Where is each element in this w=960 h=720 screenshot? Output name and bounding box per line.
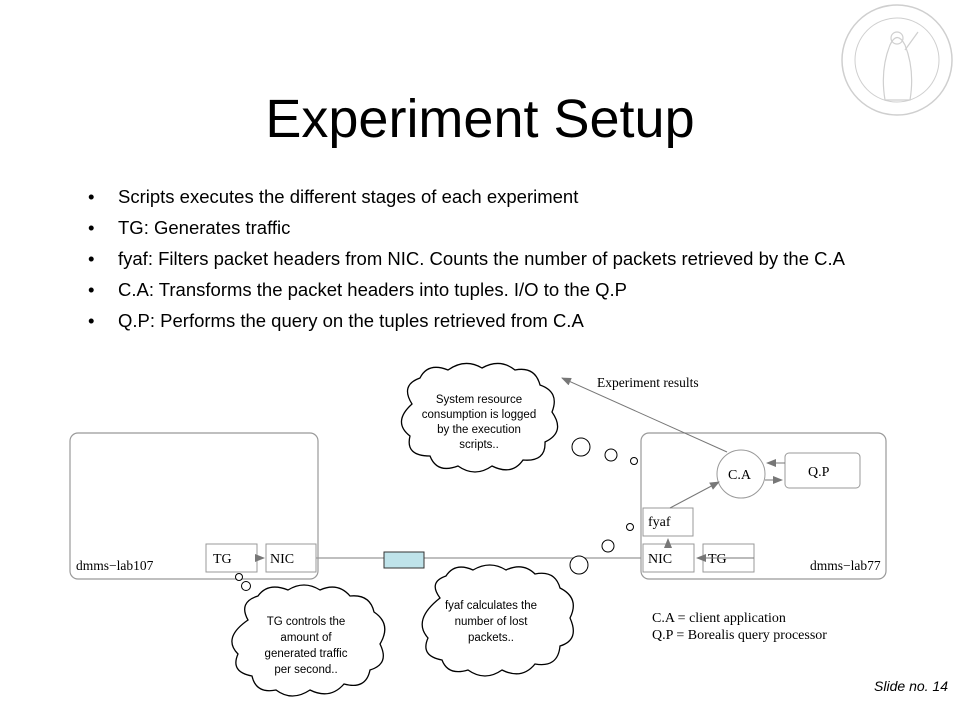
nic-box-right: [642, 543, 695, 573]
bullet-text: Q.P: Performs the query on the tuples re…: [118, 310, 584, 331]
bullet-dot-icon: •: [88, 186, 95, 207]
experiment-results-label: Experiment results: [597, 375, 699, 390]
legend-ca: C.A = client application: [652, 611, 786, 626]
arrow-fyaf-to-ca: [669, 481, 720, 509]
callout-cloud-fyaf: fyaf calculates the number of lost packe…: [421, 564, 574, 677]
cloud-tg-line: TG controls the: [267, 616, 346, 628]
qp-label: Q.P: [808, 465, 830, 480]
cloud-system-line: scripts..: [459, 439, 499, 451]
bullet-dot-icon: •: [88, 248, 95, 269]
thought-bubble-dot: [601, 539, 615, 553]
bullet-item: • fyaf: Filters packet headers from NIC. …: [88, 248, 878, 270]
host-label-lab107: dmms−lab107: [76, 558, 154, 573]
ca-node: [716, 449, 766, 499]
bullet-item: • TG: Generates traffic: [88, 217, 878, 239]
thought-bubble-dot: [604, 448, 618, 462]
fyaf-label: fyaf: [648, 515, 671, 530]
fyaf-box: [642, 507, 694, 537]
host-label-lab77: dmms−lab77: [810, 558, 881, 573]
host-box-lab107: [69, 432, 319, 580]
thought-bubble-dot: [630, 457, 638, 465]
bullet-list: • Scripts executes the different stages o…: [88, 186, 878, 341]
slide-title: Experiment Setup: [265, 89, 695, 149]
bullet-text: Scripts executes the different stages of…: [118, 186, 579, 207]
bullet-item: • Scripts executes the different stages o…: [88, 186, 878, 208]
bullet-text: C.A: Transforms the packet headers into …: [118, 279, 627, 300]
bullet-item: • C.A: Transforms the packet headers into…: [88, 279, 878, 301]
bullet-dot-icon: •: [88, 279, 95, 300]
nic-label-right: NIC: [648, 552, 672, 567]
slide-number: Slide no. 14: [874, 678, 948, 694]
university-seal-logo: [841, 4, 953, 116]
qp-box: [784, 452, 861, 489]
bullet-dot-icon: •: [88, 310, 95, 331]
thought-bubble-dot: [571, 437, 591, 457]
cloud-fyaf-line: packets..: [468, 632, 514, 644]
callout-cloud-tg: TG controls the amount of generated traf…: [231, 584, 386, 697]
arrow-experiment-results: [561, 377, 728, 453]
thought-bubble-dot: [235, 573, 243, 581]
network-switch: [383, 551, 425, 569]
bullet-dot-icon: •: [88, 217, 95, 238]
host-box-lab77: [640, 432, 887, 580]
ca-label: C.A: [728, 468, 752, 483]
tg-label-left: TG: [213, 552, 232, 567]
thought-bubble-dot: [241, 581, 251, 591]
cloud-system-line: System resource: [436, 394, 522, 406]
cloud-fyaf-line: fyaf calculates the: [445, 600, 537, 612]
nic-box-left: [265, 543, 317, 573]
tg-box-left: [205, 543, 258, 573]
bullet-text: TG: Generates traffic: [118, 217, 291, 238]
cloud-tg-line: amount of: [280, 632, 332, 644]
cloud-tg-line: generated traffic: [265, 648, 348, 660]
bullet-item: • Q.P: Performs the query on the tuples r…: [88, 310, 878, 332]
tg-label-right: TG: [708, 552, 727, 567]
thought-bubble-dot: [569, 555, 589, 575]
cloud-tg-line: per second..: [274, 664, 337, 676]
nic-label-left: NIC: [270, 552, 294, 567]
cloud-system-line: consumption is logged: [422, 409, 536, 421]
callout-cloud-system: System resource consumption is logged by…: [400, 362, 559, 473]
cloud-system-line: by the execution: [437, 424, 521, 436]
thought-bubble-dot: [626, 523, 634, 531]
cloud-fyaf-line: number of lost: [455, 616, 529, 628]
legend-qp: Q.P = Borealis query processor: [652, 628, 827, 643]
bullet-text: fyaf: Filters packet headers from NIC. C…: [118, 248, 845, 269]
